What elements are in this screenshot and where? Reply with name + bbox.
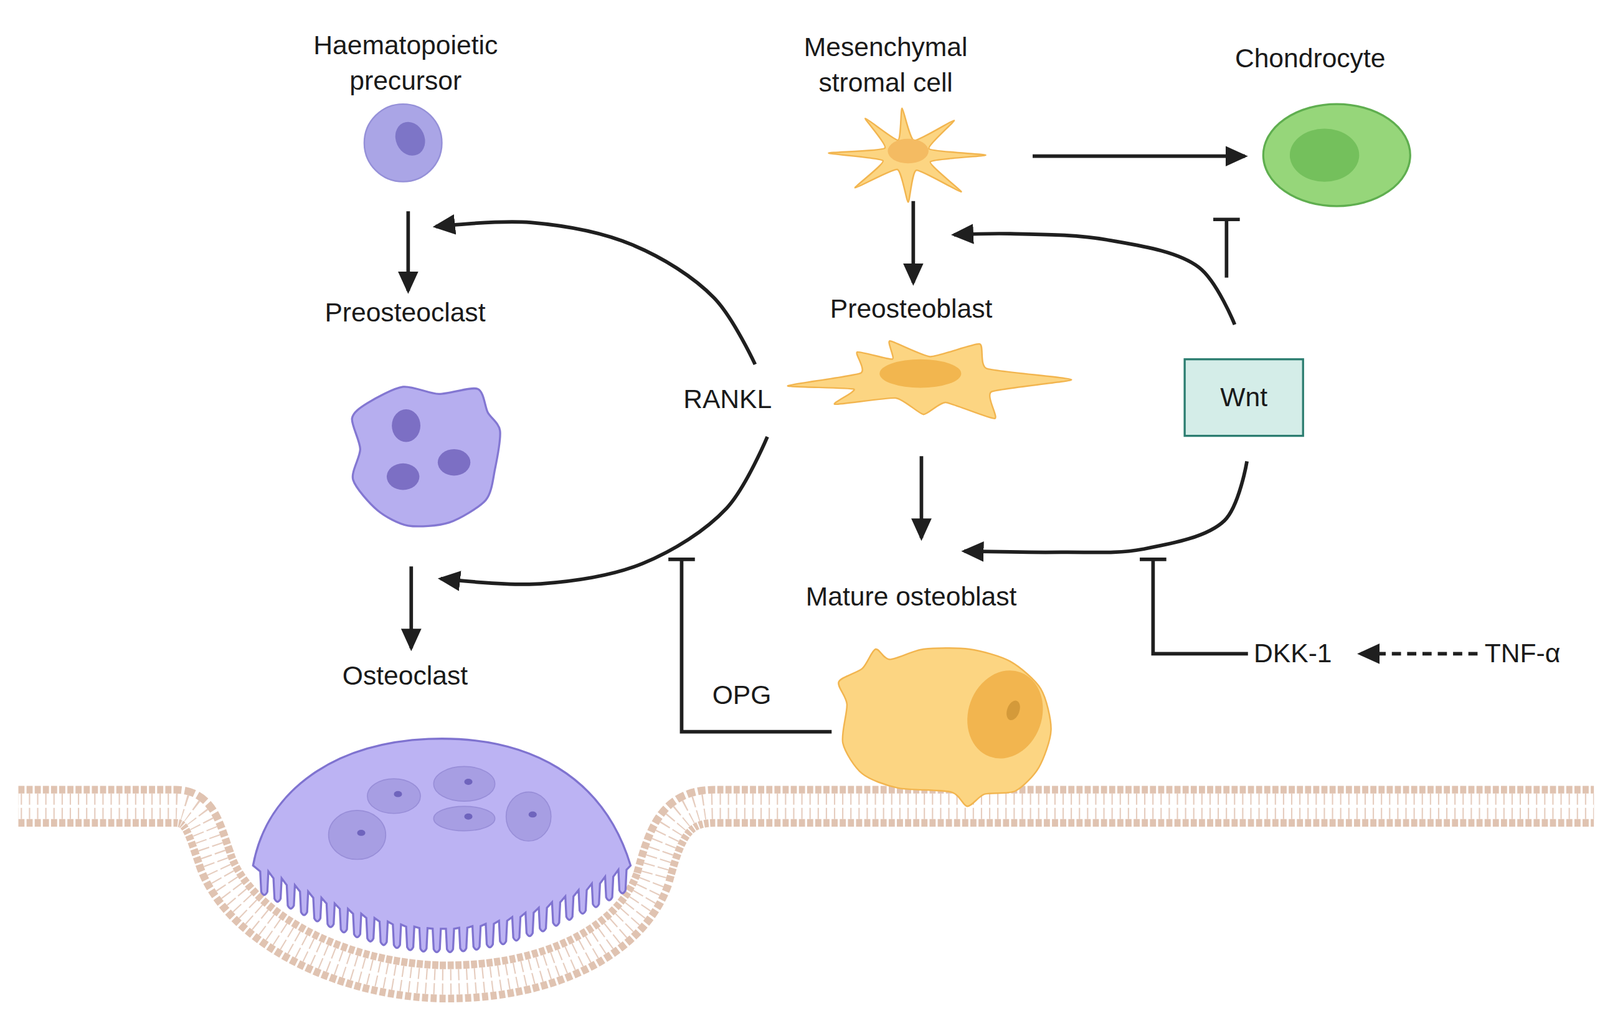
cell-label: Wnt bbox=[1185, 359, 1303, 435]
bilayer-heads bbox=[18, 805, 1594, 982]
cell-drawing bbox=[252, 738, 631, 953]
bilayer-tails bbox=[18, 805, 1594, 982]
cell-drawing bbox=[351, 386, 501, 527]
inhibition-line bbox=[1152, 559, 1248, 654]
cell-nucleolus bbox=[463, 778, 473, 785]
cell-node: Chondrocyte bbox=[1224, 41, 1419, 210]
cell-outline bbox=[794, 578, 1057, 806]
activation-arrow bbox=[1032, 154, 1245, 159]
cell-node: TNF-α bbox=[1481, 635, 1564, 672]
cell-drawing bbox=[828, 108, 986, 203]
cell-nucleolus bbox=[528, 811, 537, 818]
bilayer-core bbox=[18, 805, 1594, 982]
cell-node: Haematopoietic precursor bbox=[295, 27, 516, 191]
cell-label: Osteoclast bbox=[323, 658, 487, 694]
preosteoclast-cell bbox=[351, 386, 501, 527]
cell-node: Preosteoclast bbox=[313, 294, 511, 531]
activation-arrow bbox=[919, 455, 924, 538]
cell-nucleus bbox=[391, 409, 421, 442]
cell-nucleus bbox=[879, 359, 961, 389]
activation-arrow bbox=[409, 566, 413, 648]
cell-label: Haematopoietic precursor bbox=[295, 27, 516, 100]
cell-node: DKK-1 bbox=[1249, 635, 1336, 672]
cell-nucleus bbox=[1289, 128, 1359, 182]
cell-nucleolus bbox=[356, 829, 365, 836]
activation-arrow bbox=[1360, 652, 1478, 656]
activation-arrow bbox=[911, 201, 915, 283]
lipid-bilayer bbox=[18, 805, 1594, 982]
cell-drawing bbox=[1263, 104, 1411, 207]
precursor-cell bbox=[364, 104, 443, 182]
inhibition-line bbox=[1224, 219, 1229, 278]
cell-nucleus bbox=[887, 138, 929, 164]
cell-label: RANKL bbox=[678, 381, 777, 418]
activation-arrow bbox=[435, 221, 756, 365]
cell-label: DKK-1 bbox=[1249, 635, 1336, 672]
cell-drawing bbox=[364, 104, 443, 182]
stromal-cell bbox=[828, 108, 986, 203]
cell-nucleus bbox=[433, 766, 495, 801]
bilayer-gap bbox=[18, 805, 1594, 982]
cell-label: Chondrocyte bbox=[1233, 41, 1387, 77]
cell-label: TNF-α bbox=[1481, 635, 1564, 672]
cell-drawing bbox=[838, 647, 1056, 806]
cell-outline bbox=[244, 658, 638, 960]
activation-arrow bbox=[964, 461, 1247, 553]
cell-nucleus bbox=[955, 659, 1056, 770]
cell-nucleus bbox=[328, 810, 387, 860]
signal-box: Wnt bbox=[1183, 358, 1305, 437]
activation-arrow bbox=[954, 233, 1236, 325]
cell-label: Preosteoblast bbox=[819, 290, 1004, 327]
cell-outline bbox=[313, 294, 511, 531]
cell-node: Osteoclast bbox=[244, 658, 638, 960]
cell-node: Mature osteoblast bbox=[794, 578, 1057, 806]
cell-node: RANKL bbox=[678, 381, 777, 418]
cell-nucleus bbox=[506, 791, 552, 841]
cell-drawing bbox=[787, 340, 1072, 419]
cell-label: Mature osteoblast bbox=[794, 578, 1029, 615]
cell-nucleus bbox=[437, 449, 471, 476]
cell-nucleolus bbox=[1003, 698, 1023, 723]
cell-node: Preosteoblast bbox=[783, 290, 1075, 422]
cell-label: Mesenchymal stromal cell bbox=[783, 29, 988, 102]
cell-node: Mesenchymal stromal cell bbox=[783, 29, 988, 204]
inhibition-line bbox=[681, 559, 832, 732]
cell-nucleolus bbox=[463, 813, 473, 820]
activation-arrow bbox=[406, 211, 410, 291]
activation-arrow bbox=[440, 436, 768, 585]
edge-label: OPG bbox=[712, 676, 772, 713]
cell-nucleus bbox=[386, 463, 420, 491]
cell-nucleus bbox=[389, 117, 431, 161]
chondrocyte-cell bbox=[1263, 104, 1411, 207]
preosteoblast-cell bbox=[787, 340, 1072, 419]
osteoclast-cell bbox=[252, 738, 631, 953]
cell-label: Preosteoclast bbox=[313, 294, 498, 331]
cell-nucleus bbox=[433, 805, 495, 831]
cell-nucleus bbox=[367, 778, 421, 814]
cell-nucleolus bbox=[393, 790, 402, 798]
